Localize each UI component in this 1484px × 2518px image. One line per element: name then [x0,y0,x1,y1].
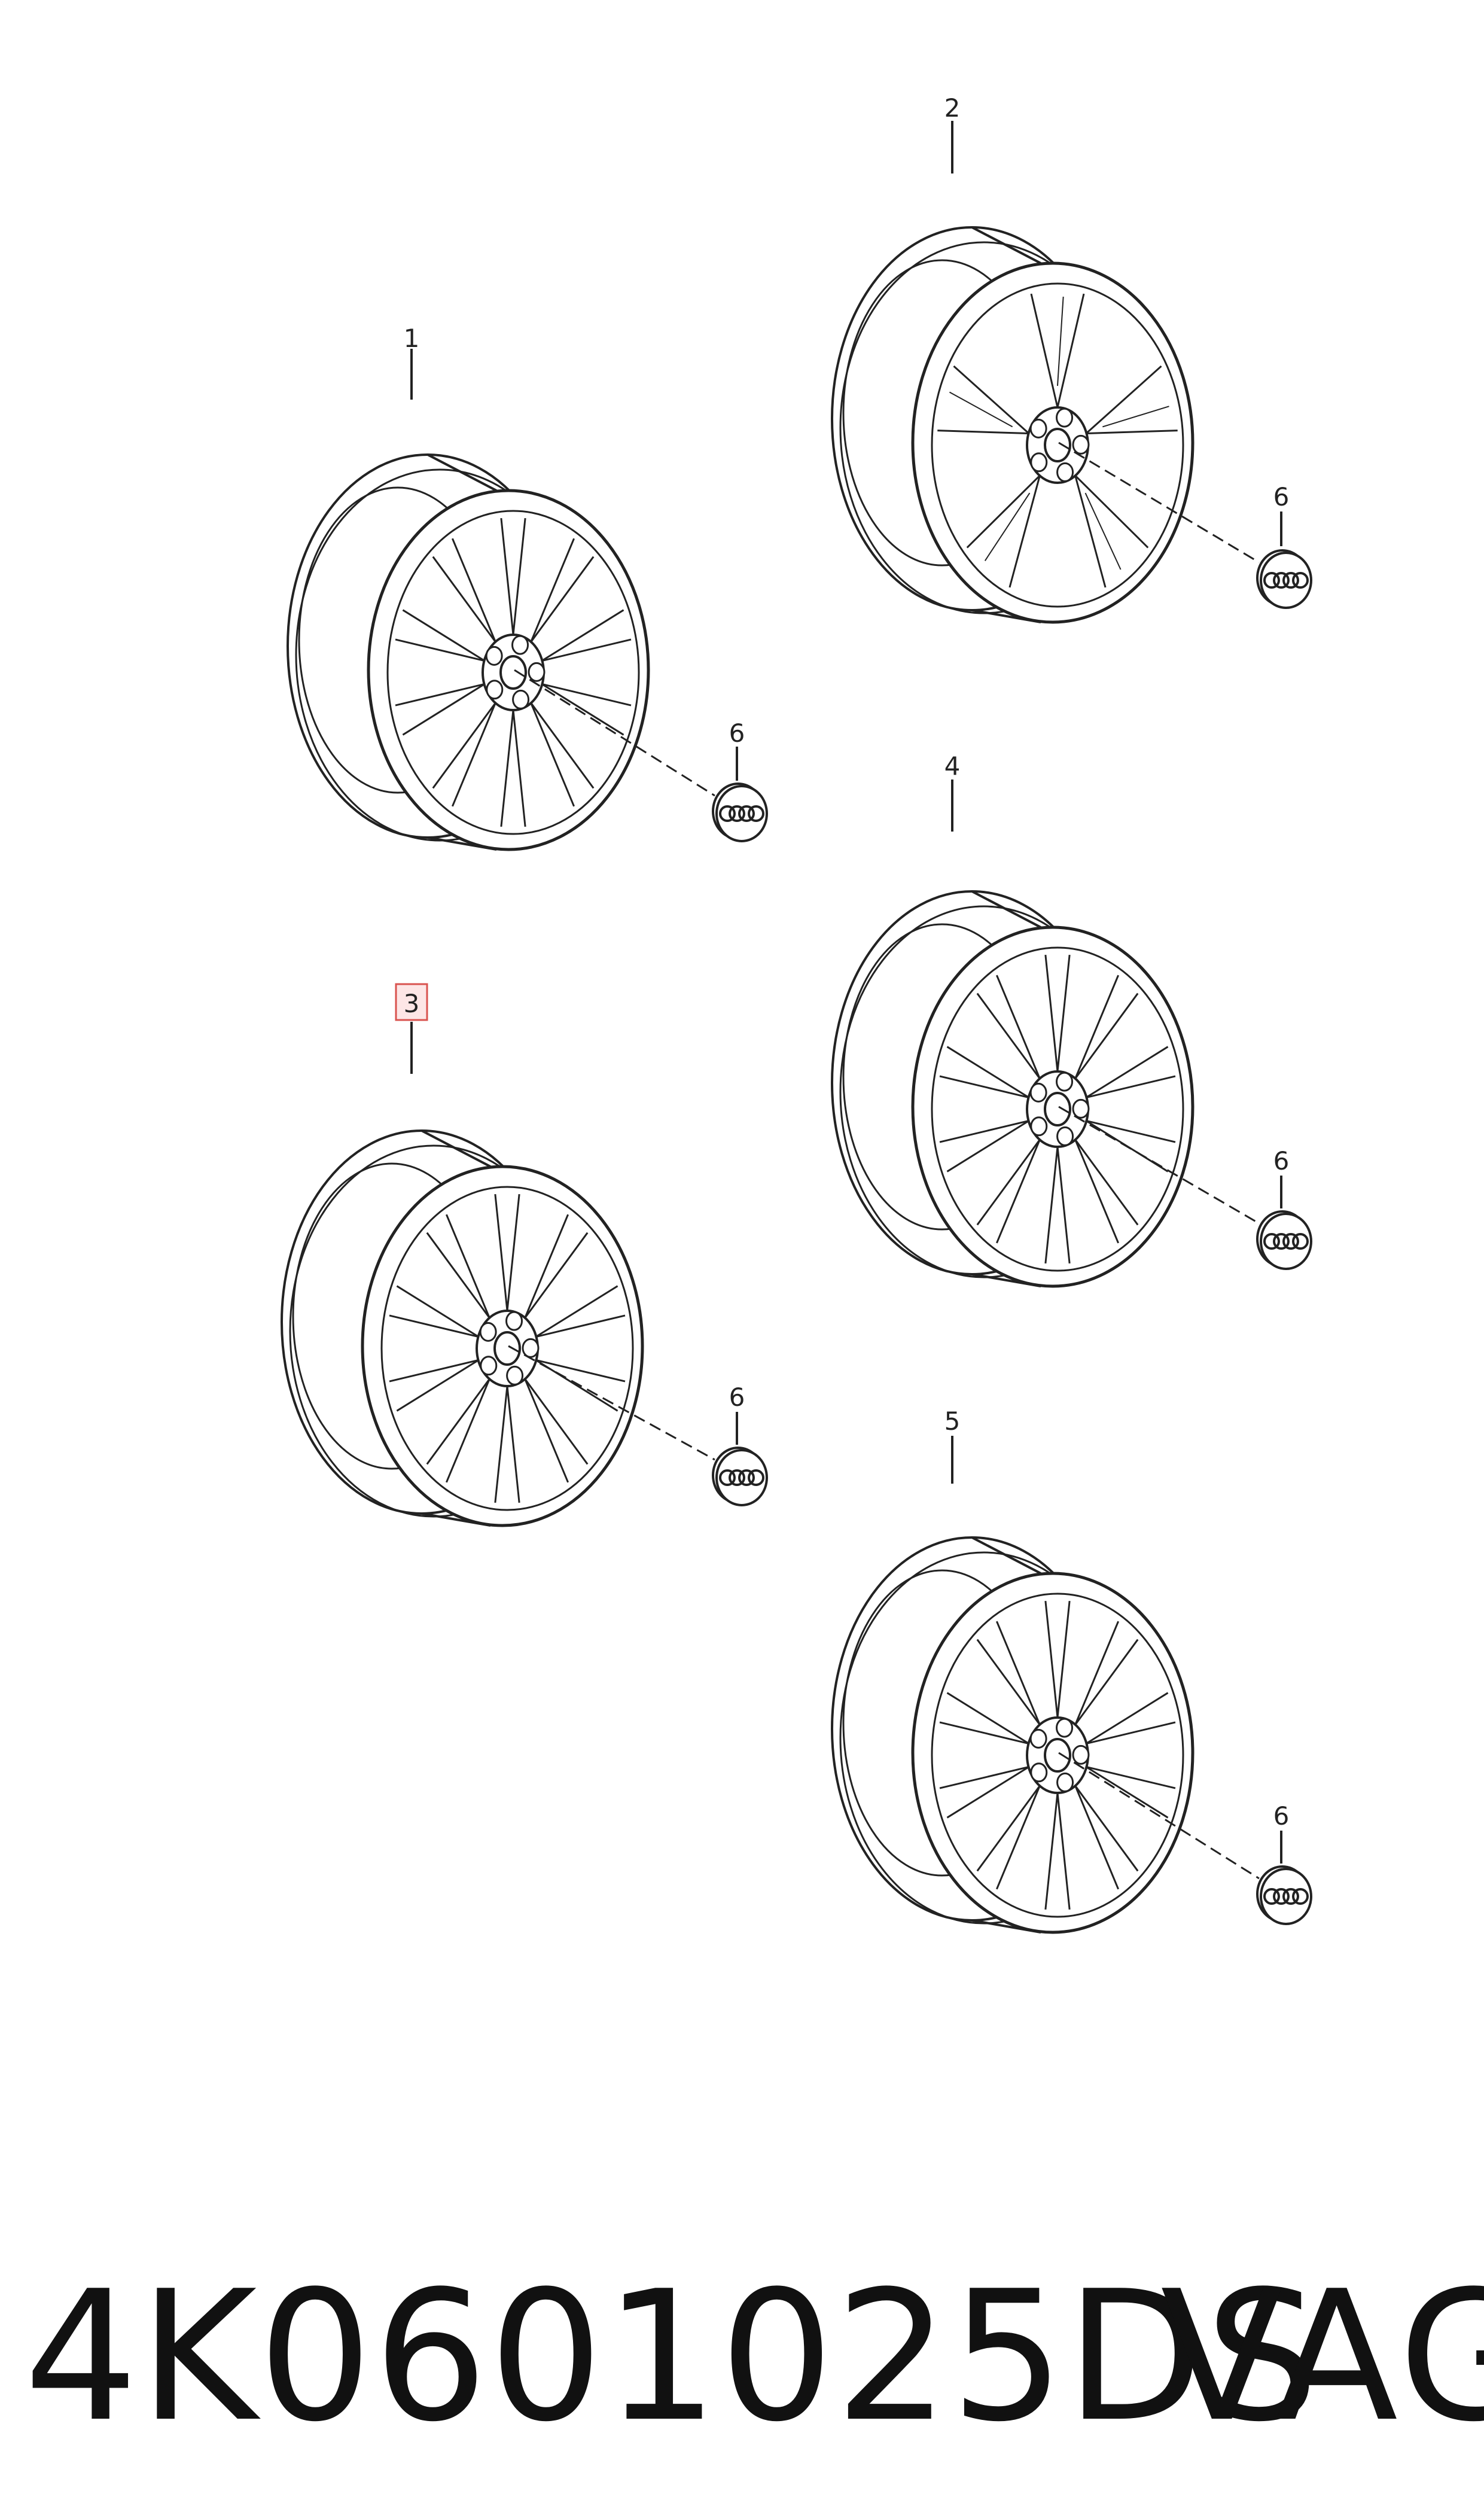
wheel-2[interactable] [831,226,1194,624]
center-cap-4[interactable] [1256,1210,1312,1270]
center-cap-2[interactable] [1256,549,1312,609]
callout-3-highlight [395,983,428,1021]
wheel-1[interactable] [287,453,650,851]
callout-6-2: 6 [1273,482,1290,511]
wheel-3[interactable] [281,1129,644,1527]
callout-6-4: 6 [1273,1146,1290,1176]
center-cap-3[interactable] [712,1447,768,1506]
callout-4: 4 [944,751,961,781]
callout-3: 3 [404,989,420,1018]
callout-6-5: 6 [1273,1801,1290,1831]
callout-5: 5 [944,1406,961,1436]
center-cap-1[interactable] [712,783,768,842]
callout-6-3: 6 [729,1383,745,1412]
footer: 4K0601025DS VAG [24,2252,1484,2461]
callout-6-1: 6 [729,718,745,748]
part-number: 4K0601025DS [24,2252,1321,2461]
brand-label: VAG [1160,2252,1484,2461]
center-cap-5[interactable] [1256,1865,1312,1925]
callout-1: 1 [404,324,420,353]
wheel-4[interactable] [831,890,1194,1288]
wheel-5[interactable] [831,1536,1194,1934]
callout-2: 2 [944,93,961,123]
